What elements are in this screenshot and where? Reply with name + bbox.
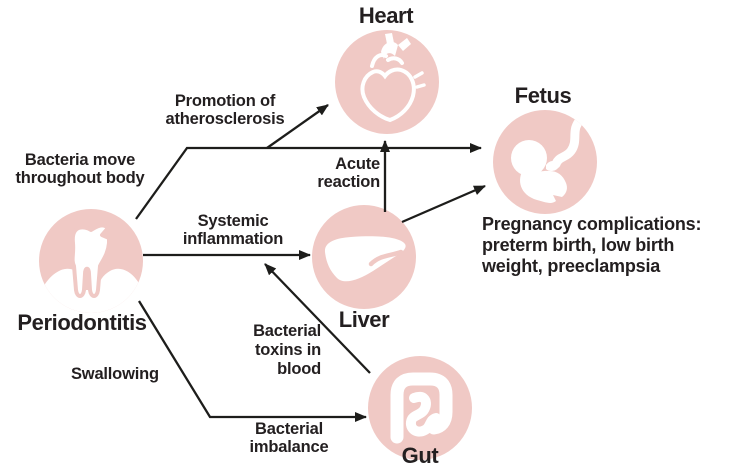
bacterial-imbalance-label: Bacterial imbalance: [249, 420, 329, 456]
edge-gut-liver: [264, 263, 371, 374]
fetus-node-label: Fetus: [514, 83, 572, 108]
heart-node-label: Heart: [358, 3, 414, 28]
periodontitis-node-label: Periodontitis: [17, 310, 147, 335]
liver-node: [312, 205, 416, 309]
edge-liver-fetus: [401, 184, 486, 224]
bacterial-toxins-label: Bacterial toxins in blood: [253, 322, 321, 378]
gut-node-label: Gut: [401, 443, 439, 468]
fetus-node: [493, 110, 597, 214]
liver-node-label: Liver: [338, 307, 390, 332]
anatomical-heart-icon: [360, 33, 426, 123]
promotion-atherosclerosis-label: Promotion of atherosclerosis: [165, 92, 285, 128]
heart-node: [335, 30, 439, 134]
edge-periodontitis-heart: [266, 104, 329, 149]
gut-node: [368, 356, 472, 460]
tooth-icon: [41, 223, 141, 313]
liver-icon: [324, 236, 406, 282]
systemic-inflammation-label: Systemic inflammation: [182, 212, 284, 248]
bacteria-move-label: Bacteria move throughout body: [15, 151, 145, 187]
edge-periodontitis-gut: [138, 300, 367, 422]
fetus-icon: [511, 114, 586, 203]
pregnancy-complications-label: Pregnancy complications: preterm birth, …: [482, 214, 702, 276]
swallowing-label: Swallowing: [71, 365, 159, 383]
periodontitis-node: [39, 209, 143, 313]
acute-reaction-label: Acute reaction: [317, 155, 380, 191]
intestine-icon: [390, 372, 453, 444]
